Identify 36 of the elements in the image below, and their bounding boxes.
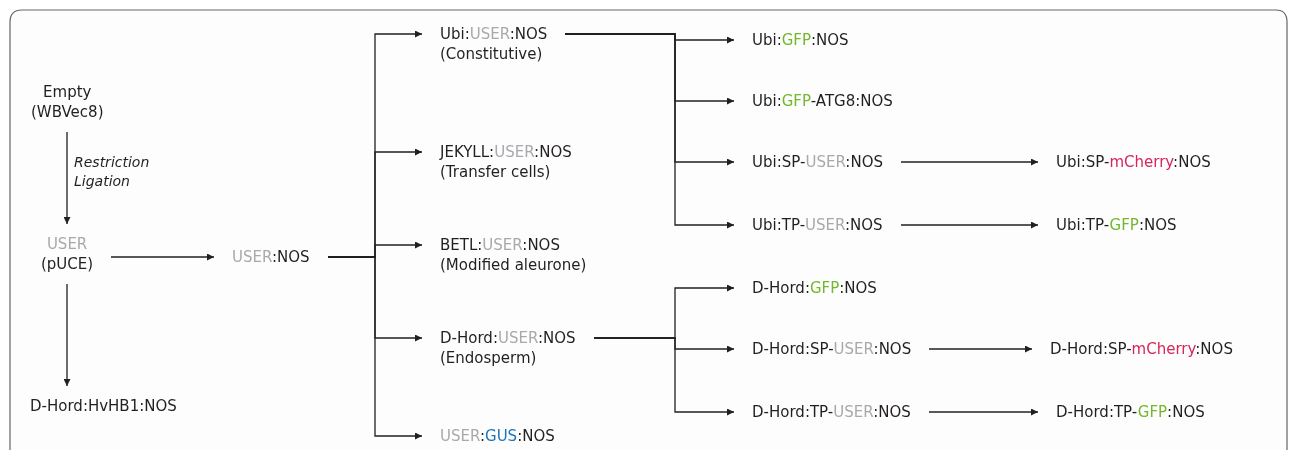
expression-label: (Modified aleurone)	[440, 255, 587, 275]
arrow	[327, 256, 423, 440]
construct-label: USER:NOS	[232, 247, 310, 267]
construct-label: D-Hord:SP-USER:NOS	[752, 339, 912, 359]
expression-label: (Constitutive)	[440, 44, 544, 64]
construct-label: Ubi:SP-mCherry:NOS	[1056, 152, 1211, 172]
construct-label: D-Hord:TP-USER:NOS	[752, 402, 911, 422]
expression-label: (Transfer cells)	[440, 162, 552, 182]
expression-label: (WBVec8)	[31, 102, 104, 122]
construct-label: Ubi:GFP:NOS	[752, 30, 849, 50]
arrow	[928, 345, 1033, 353]
construct-label: D-Hord:GFP:NOS	[752, 278, 877, 298]
construct-label: Empty	[42, 82, 93, 102]
construct-label: D-Hord:SP-mCherry:NOS	[1050, 339, 1233, 359]
arrow	[564, 33, 735, 229]
construct-label: D-Hord:USER:NOS	[440, 328, 576, 348]
construct-label: D-Hord:HvHB1:NOS	[30, 396, 177, 416]
construct-label: Ubi:SP-USER:NOS	[752, 152, 883, 172]
arrow	[900, 221, 1039, 229]
arrow	[900, 158, 1039, 166]
arrow	[110, 253, 215, 261]
construct-label: Ubi:TP-GFP:NOS	[1056, 215, 1177, 235]
construct-label: D-Hord:TP-GFP:NOS	[1056, 402, 1205, 422]
construct-label: Ubi:USER:NOS	[440, 24, 548, 44]
construct-label: BETL:USER:NOS	[440, 235, 561, 255]
construct-label: Ubi:GFP-ATG8:NOS	[752, 91, 893, 111]
construct-label: USER:GUS:NOS	[440, 426, 555, 446]
construct-label: JEKYLL:USER:NOS	[440, 142, 572, 162]
arrow	[928, 408, 1039, 416]
arrow	[593, 337, 735, 416]
expression-label: (Endosperm)	[440, 348, 538, 368]
construct-label: Ubi:TP-USER:NOS	[752, 215, 883, 235]
construct-label: USER	[45, 234, 89, 254]
arrow	[63, 283, 71, 387]
expression-label: (pUCE)	[41, 254, 94, 274]
arrow	[63, 131, 71, 225]
